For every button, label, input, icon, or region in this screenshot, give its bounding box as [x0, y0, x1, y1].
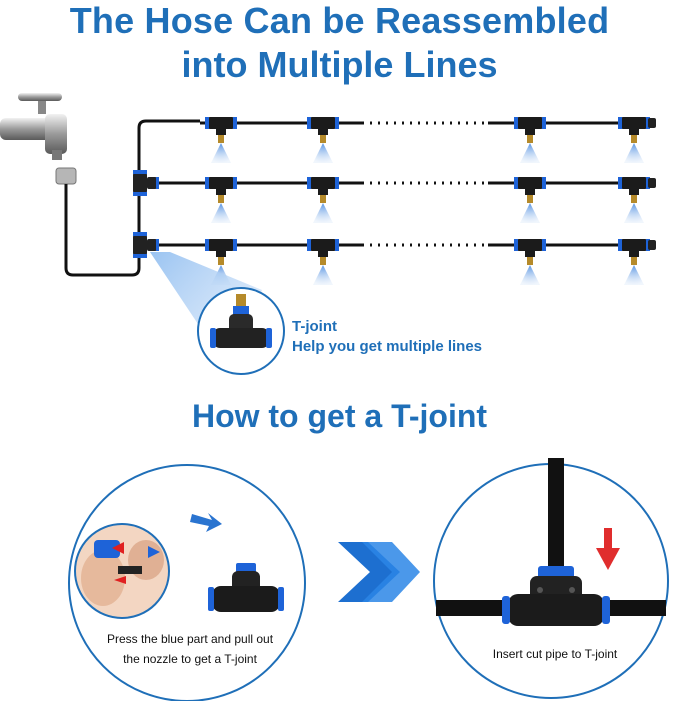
spray-nozzle-icon: [205, 177, 237, 223]
t-joint-icon: [133, 170, 159, 196]
end-cap: [648, 178, 656, 188]
supply-hose: [64, 119, 200, 277]
left-caption-line1: Press the blue part and pull out: [106, 632, 274, 646]
t-joint-icon: [133, 232, 159, 258]
spray-nozzle-icon: [514, 177, 546, 223]
t-joint-icon: [208, 563, 284, 612]
right-caption: Insert cut pipe to T-joint: [492, 647, 618, 661]
end-cap: [648, 240, 656, 250]
faucet-icon: [0, 93, 77, 185]
section-title: How to get a T-joint: [191, 398, 488, 434]
spray-nozzle-icon: [514, 239, 546, 285]
callout-description: Help you get multiple lines: [292, 338, 483, 355]
spray-nozzle-icon: [618, 239, 650, 285]
arrow-right-icon: [190, 513, 222, 532]
spray-nozzle-icon: [618, 117, 650, 163]
end-cap: [648, 118, 656, 128]
arrow-down-icon: [596, 528, 620, 570]
main-title-line1: The Hose Can be Reassembled: [69, 0, 610, 41]
hands-photo-detail: [81, 540, 164, 606]
spray-nozzle-icon: [307, 177, 339, 223]
spray-nozzle-icon: [618, 177, 650, 223]
t-joint-icon: [210, 294, 272, 348]
left-caption-line2: the nozzle to get a T-joint: [123, 652, 257, 666]
callout-label: T-joint: [292, 318, 337, 335]
main-title-line2: into Multiple Lines: [181, 44, 498, 85]
spray-nozzle-icon: [514, 117, 546, 163]
arrow-right-icon: [338, 542, 400, 602]
spray-nozzle-icon: [307, 239, 339, 285]
assembled-t-joint: [436, 458, 666, 626]
spray-nozzle-icon: [205, 117, 237, 163]
spray-nozzle-icon: [307, 117, 339, 163]
